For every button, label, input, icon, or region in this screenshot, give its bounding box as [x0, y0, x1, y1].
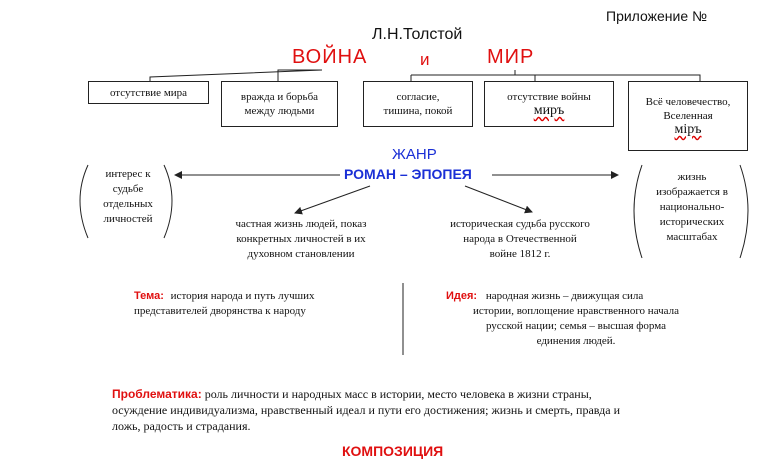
- theme-block: Тема: история народа и путь лучших предс…: [134, 290, 315, 317]
- box-absence-of-peace: отсутствие мира: [88, 81, 209, 104]
- left-paren-close: [163, 164, 173, 239]
- box-absence-of-war: отсутствие войны миръ: [484, 81, 614, 127]
- box-harmony: согласие, тишина, покой: [363, 81, 473, 127]
- box-enmity: вражда и борьба между людьми: [221, 81, 338, 127]
- appendix-label: Приложение №: [606, 8, 708, 24]
- genre-arrow-down-right: [464, 185, 533, 214]
- title-peace: МИР: [487, 46, 535, 68]
- war-right-line: [277, 69, 322, 81]
- idea-block: Идея: народная жизнь – движущая сила ист…: [446, 290, 680, 347]
- right-paren-open: [633, 164, 643, 259]
- individual-interest: интерес к судьбе отдельных личностей: [103, 168, 153, 225]
- author: Л.Н.Толстой: [372, 26, 463, 43]
- left-paren-open: [79, 164, 89, 239]
- idea-label: Идея:: [446, 290, 478, 302]
- war-left-line: [149, 69, 323, 81]
- genre-arrow-down-left: [294, 185, 371, 215]
- historical-fate: историческая судьба русского народа в От…: [450, 218, 590, 260]
- box-universe: Всё человечество, Вселенная міръ: [628, 81, 748, 151]
- problems-label: Проблематика:: [112, 387, 202, 401]
- theme-label: Тема:: [134, 290, 164, 302]
- genre-label: ЖАНР: [392, 146, 437, 163]
- composition-heading: КОМПОЗИЦИЯ: [342, 443, 444, 459]
- title-and: и: [420, 50, 430, 69]
- problems-block: Проблематика: роль личности и народных м…: [112, 387, 620, 433]
- peace-branches: [410, 74, 701, 81]
- title-war: ВОЙНА: [292, 46, 368, 68]
- right-paren-close: [739, 164, 749, 259]
- national-scale: жизнь изображается в национально- истори…: [656, 171, 728, 243]
- private-life: частная жизнь людей, показ конкретных ли…: [235, 218, 367, 260]
- genre-value: РОМАН – ЭПОПЕЯ: [344, 166, 472, 182]
